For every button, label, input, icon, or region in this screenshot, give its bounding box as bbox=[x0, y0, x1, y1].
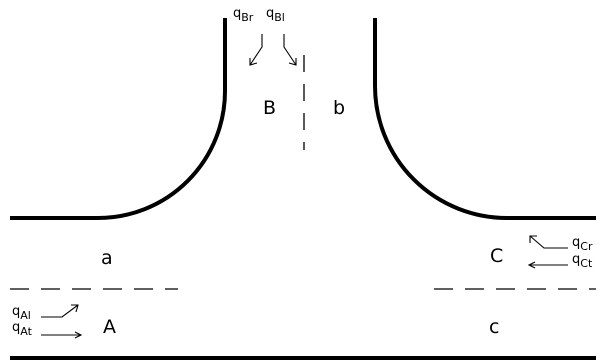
label-approach-B: B bbox=[263, 97, 276, 119]
arrow-qAl-left-turn bbox=[41, 304, 79, 318]
flow-label-qAt: qAt bbox=[12, 320, 33, 338]
label-approach-C: C bbox=[490, 245, 503, 267]
arrow-qBl-left-turn bbox=[283, 34, 297, 66]
flow-label-qCt: qCt bbox=[572, 252, 593, 270]
label-approach-A: A bbox=[103, 316, 116, 338]
arrow-qBr-right-turn bbox=[249, 34, 263, 66]
flow-label-qBr: qBr bbox=[233, 6, 254, 24]
road-edge-top-left-curb bbox=[10, 18, 227, 220]
road-edge-top-right-curb bbox=[373, 18, 596, 220]
arrow-qAt-through bbox=[41, 331, 83, 339]
flow-label-qCr: qCr bbox=[572, 235, 593, 253]
label-exit-c: c bbox=[489, 316, 499, 338]
flow-label-qAl: qAl bbox=[12, 304, 31, 322]
label-exit-a: a bbox=[101, 247, 113, 269]
arrow-qCr-right-turn bbox=[529, 235, 568, 249]
arrow-qCt-through bbox=[527, 261, 568, 269]
flow-label-qBl: qBl bbox=[266, 6, 285, 24]
label-exit-b: b bbox=[333, 97, 345, 119]
